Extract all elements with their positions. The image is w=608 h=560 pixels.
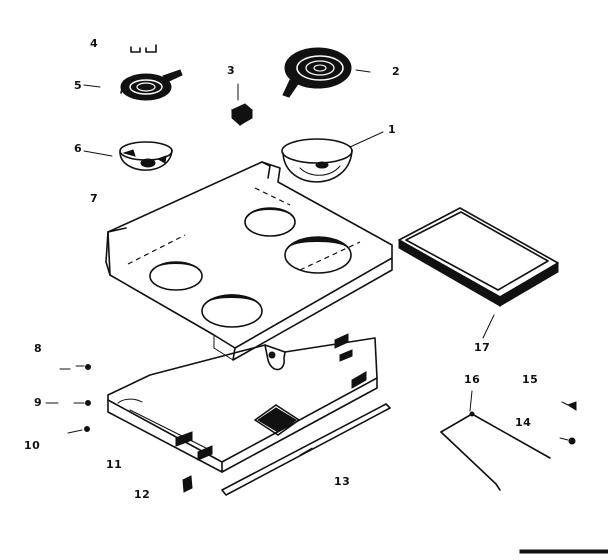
callout-6: 6	[74, 142, 83, 155]
callout-2: 2	[392, 65, 401, 78]
screws-8-9-10	[67, 364, 91, 434]
scale-bar	[519, 549, 608, 554]
callout-9: 9	[34, 396, 43, 409]
callout-13: 13	[334, 475, 351, 488]
callout-17: 17	[474, 341, 491, 354]
part-12-screw	[182, 475, 193, 493]
part-3-receptacle	[231, 83, 253, 127]
callout-3: 3	[227, 64, 236, 77]
callout-10: 10	[24, 439, 41, 452]
leader-lines	[45, 69, 384, 404]
callout-5: 5	[74, 79, 83, 92]
callout-15: 15	[522, 373, 539, 386]
part-1-drip-pan	[281, 138, 353, 183]
callout-16: 16	[464, 373, 481, 386]
callout-11: 11	[106, 458, 123, 471]
part-6-drip-pan	[119, 141, 173, 171]
part-2-surface-element	[282, 47, 352, 98]
part-13-trim-strip	[221, 403, 391, 496]
callout-1: 1	[388, 123, 397, 136]
callout-7: 7	[90, 192, 99, 205]
part-17-cover	[398, 207, 559, 339]
part-14-wire	[440, 390, 551, 491]
part-11-burner-box	[107, 333, 378, 473]
callout-14: 14	[515, 416, 532, 429]
callout-4: 4	[90, 37, 99, 50]
part-4-clip	[130, 44, 157, 53]
callout-12: 12	[134, 488, 151, 501]
callout-8: 8	[34, 342, 43, 355]
part-15-screws	[559, 401, 577, 445]
part-7-main-top	[105, 161, 393, 361]
part-5-surface-element	[120, 69, 183, 101]
